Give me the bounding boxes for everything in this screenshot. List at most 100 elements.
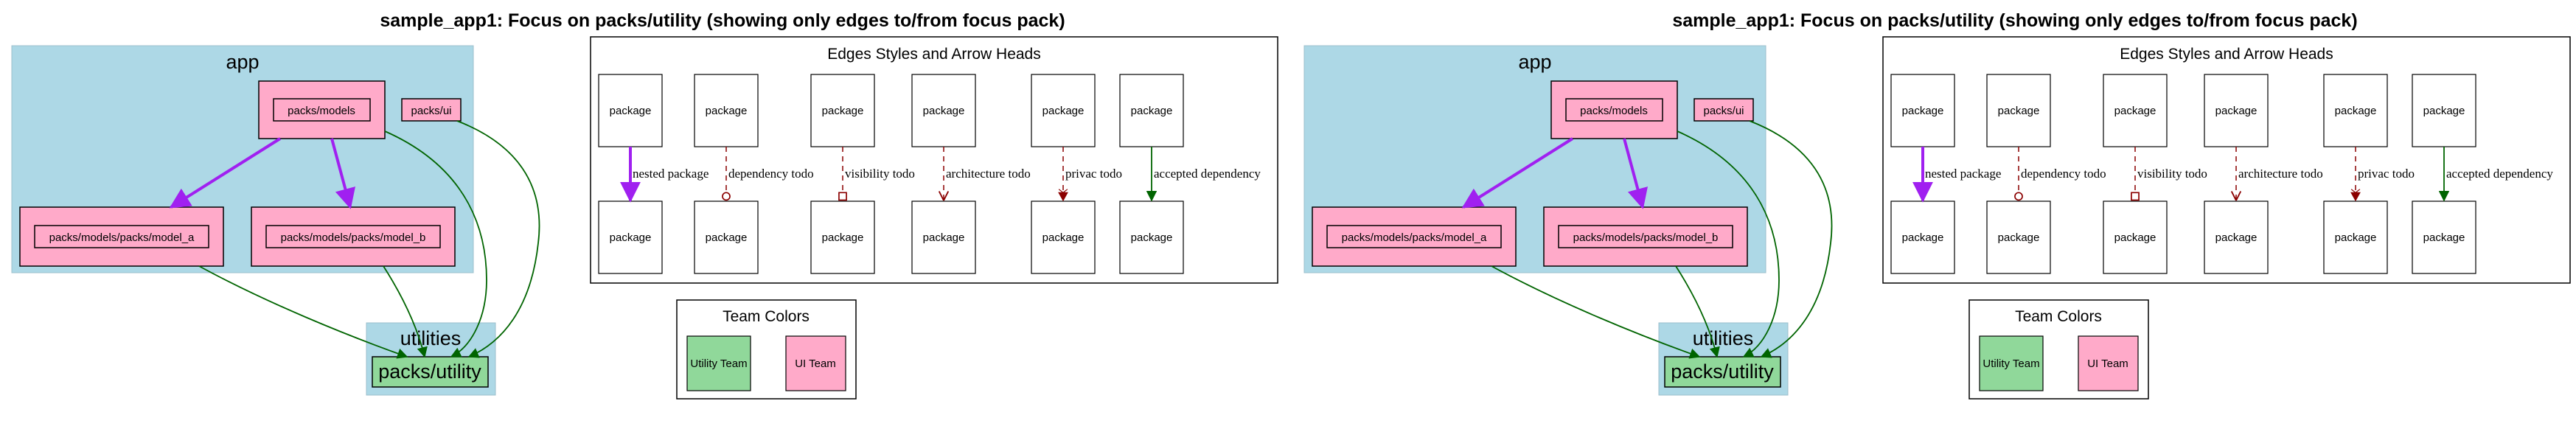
- legend-source-package-label: package: [1998, 105, 2040, 117]
- legend-source-package-visibility-todo: [2103, 74, 2168, 147]
- legend-source-package-visibility-todo: [810, 74, 875, 147]
- edge-models-to-utility: [384, 130, 487, 358]
- legend-target-package-architecture-todo: [911, 200, 976, 274]
- legend-edge-label-dependency-todo: dependency todo: [728, 167, 814, 181]
- edge-model-b-to-utility: [1675, 265, 1720, 358]
- diagram-1: sample_app1: Focus on packs/utility (sho…: [11, 10, 1278, 400]
- team-utility-label: Utility Team: [690, 358, 747, 370]
- node-packs-models[interactable]: [1550, 80, 1678, 139]
- legend-edge-label-nested-package: nested package: [1925, 167, 2001, 181]
- legend-target-package-dependency-todo: [1986, 200, 2051, 274]
- legend-edge-label-nested-package: nested package: [633, 167, 709, 181]
- edge-legend-title: Edges Styles and Arrow Heads: [827, 46, 1041, 63]
- team-colors-title: Team Colors: [2015, 308, 2102, 325]
- node-packs-models-label: packs/models: [288, 105, 355, 117]
- utilities-cluster-label: utilities: [1693, 327, 1754, 349]
- node-packs-ui[interactable]: [1693, 98, 1754, 122]
- legend-source-package-privacy-todo: [2323, 74, 2388, 147]
- node-packs-models[interactable]: [258, 80, 386, 139]
- legend-target-package-nested-package: [598, 200, 663, 274]
- team-colors-title: Team Colors: [723, 308, 810, 325]
- legend-source-package-accepted-dependency: [1119, 74, 1184, 147]
- legend-target-package-visibility-todo: [810, 200, 875, 274]
- legend-source-package-label: package: [1902, 105, 1944, 117]
- node-packs-models-inner: [273, 98, 371, 122]
- legend-source-package-nested-package: [1890, 74, 1955, 147]
- node-model-a[interactable]: [19, 206, 224, 267]
- legend-target-package-visibility-todo: [2103, 200, 2168, 274]
- legend-source-package-label: package: [2335, 105, 2377, 117]
- legend-target-package-label: package: [2423, 231, 2465, 244]
- node-packs-models-inner: [1565, 98, 1663, 122]
- team-ui-label: UI Team: [795, 358, 836, 370]
- node-packs-utility-label: packs/utility: [1671, 360, 1774, 383]
- legend-target-package-label: package: [822, 231, 864, 244]
- edge-model-b-to-utility: [383, 265, 428, 358]
- node-packs-ui-label: packs/ui: [411, 105, 451, 117]
- edge-models-to-model-a: [1461, 137, 1574, 209]
- legend-source-package-label: package: [923, 105, 965, 117]
- edge-models-to-utility: [1677, 130, 1780, 358]
- legend-target-package-privacy-todo: [2323, 200, 2388, 274]
- node-packs-utility[interactable]: [1664, 356, 1781, 388]
- legend-source-package-label: package: [822, 105, 864, 117]
- edge-models-to-model-b: [330, 138, 355, 209]
- legend-source-package-nested-package: [598, 74, 663, 147]
- edge-ui-to-utility: [1749, 120, 1833, 358]
- legend-target-package-label: package: [706, 231, 748, 244]
- legend-target-package-accepted-dependency: [2412, 200, 2476, 274]
- team-ui-label: UI Team: [2087, 358, 2128, 370]
- node-packs-ui-label: packs/ui: [1703, 105, 1744, 117]
- node-model-b-label: packs/models/packs/model_b: [1573, 231, 1719, 244]
- legend-target-package-label: package: [2215, 231, 2258, 244]
- legend-source-package-privacy-todo: [1031, 74, 1096, 147]
- legend-edge-label-visibility-todo: visibility todo: [2137, 167, 2207, 181]
- utilities-cluster-label: utilities: [400, 327, 462, 349]
- legend-target-package-label: package: [923, 231, 965, 244]
- team-utility-swatch: [686, 335, 751, 391]
- node-model-a-inner: [1326, 225, 1502, 248]
- edge-models-to-model-b: [1623, 138, 1648, 209]
- node-model-b-label: packs/models/packs/model_b: [281, 231, 426, 244]
- legend-edge-label-architecture-todo: architecture todo: [2238, 167, 2323, 181]
- legend-edge-label-architecture-todo: architecture todo: [946, 167, 1031, 181]
- legend-source-package-label: package: [706, 105, 748, 117]
- legend-source-package-label: package: [610, 105, 652, 117]
- edge-legend-title: Edges Styles and Arrow Heads: [2120, 46, 2333, 63]
- legend-target-package-privacy-todo: [1031, 200, 1096, 274]
- team-utility-label: Utility Team: [1983, 358, 2039, 370]
- legend-source-package-dependency-todo: [1986, 74, 2051, 147]
- edge-model-a-to-utility: [198, 265, 408, 359]
- app-cluster-label: app: [1518, 51, 1551, 73]
- node-packs-models-label: packs/models: [1580, 105, 1648, 117]
- legend-target-package-architecture-todo: [2204, 200, 2269, 274]
- edge-model-a-to-utility: [1491, 265, 1701, 359]
- legend-source-package-label: package: [2215, 105, 2258, 117]
- node-model-b[interactable]: [251, 206, 456, 267]
- legend-source-package-label: package: [1131, 105, 1173, 117]
- legend-edge-label-accepted-dependency: accepted dependency: [2446, 167, 2553, 181]
- diagram-2: sample_app1: Focus on packs/utility (sho…: [1303, 10, 2571, 400]
- legend-edge-label-privacy-todo: privac todo: [2358, 167, 2415, 181]
- node-model-b-inner: [1558, 225, 1733, 248]
- diagram-title: sample_app1: Focus on packs/utility (sho…: [1672, 10, 2357, 31]
- node-packs-ui[interactable]: [401, 98, 462, 122]
- legend-source-package-dependency-todo: [694, 74, 759, 147]
- team-utility-swatch: [1979, 335, 2044, 391]
- node-model-a[interactable]: [1312, 206, 1517, 267]
- legend-target-package-label: package: [610, 231, 652, 244]
- legend-source-package-architecture-todo: [911, 74, 976, 147]
- legend-edge-label-accepted-dependency: accepted dependency: [1154, 167, 1261, 181]
- node-model-b[interactable]: [1543, 206, 1748, 267]
- node-model-a-label: packs/models/packs/model_a: [1342, 231, 1487, 244]
- node-packs-utility[interactable]: [372, 356, 489, 388]
- legend-target-package-label: package: [2114, 231, 2156, 244]
- legend-edge-label-dependency-todo: dependency todo: [2021, 167, 2106, 181]
- legend-source-package-label: package: [2114, 105, 2156, 117]
- app-cluster-label: app: [226, 51, 259, 73]
- edge-models-to-model-a: [169, 137, 282, 209]
- legend-source-package-label: package: [1042, 105, 1085, 117]
- node-model-a-inner: [34, 225, 209, 248]
- legend-edge-label-privacy-todo: privac todo: [1065, 167, 1122, 181]
